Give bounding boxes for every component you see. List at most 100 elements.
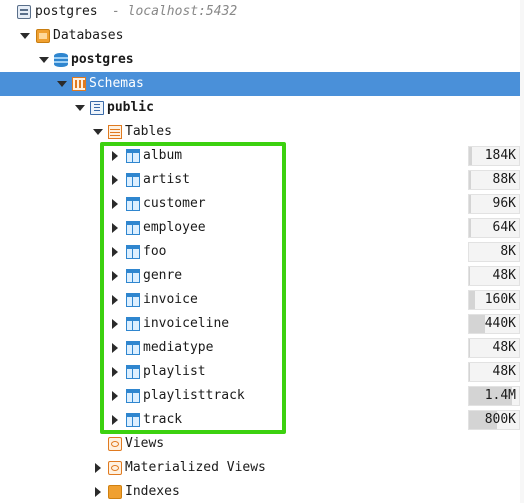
expand-arrow-icon[interactable] xyxy=(92,456,104,480)
table-row[interactable]: playlist 48K xyxy=(0,360,524,384)
table-name: invoice xyxy=(143,292,198,307)
table-icon xyxy=(126,173,140,187)
tree-node-tables[interactable]: Tables xyxy=(0,120,524,144)
table-size-bar xyxy=(469,147,472,165)
expand-arrow-icon[interactable] xyxy=(109,384,121,408)
table-name: customer xyxy=(143,196,206,211)
table-row[interactable]: invoiceline 440K xyxy=(0,312,524,336)
tree-node-schemas[interactable]: Schemas xyxy=(0,72,524,96)
expand-arrow-icon[interactable] xyxy=(109,360,121,384)
table-size: 88K xyxy=(492,172,516,187)
table-size: 64K xyxy=(492,220,516,235)
vertical-scrollbar[interactable] xyxy=(520,0,524,503)
table-row[interactable]: mediatype 48K xyxy=(0,336,524,360)
expand-arrow-icon[interactable] xyxy=(92,480,104,504)
table-name: album xyxy=(143,148,183,163)
tree-node-materialized-views[interactable]: Materialized Views xyxy=(0,456,524,480)
table-size-cell: 48K xyxy=(468,266,520,286)
expand-arrow-icon[interactable] xyxy=(74,96,86,120)
expand-arrow-icon[interactable] xyxy=(109,408,121,432)
tables-label: Tables xyxy=(125,124,172,139)
schemas-label: Schemas xyxy=(89,76,144,91)
table-icon xyxy=(126,365,140,379)
expand-arrow-icon[interactable] xyxy=(109,240,121,264)
table-size: 440K xyxy=(484,316,516,331)
table-size-bar xyxy=(469,339,470,357)
schema-icon xyxy=(90,101,104,115)
table-row[interactable]: genre 48K xyxy=(0,264,524,288)
table-size-cell: 800K xyxy=(468,410,520,430)
table-row[interactable]: artist 88K xyxy=(0,168,524,192)
table-size-cell: 1.4M xyxy=(468,386,520,406)
table-name: invoiceline xyxy=(143,316,230,331)
expand-arrow-icon[interactable] xyxy=(38,48,50,72)
indexes-folder-icon xyxy=(108,485,122,499)
table-icon xyxy=(126,293,140,307)
expand-arrow-icon[interactable] xyxy=(109,264,121,288)
tree-node-indexes[interactable]: Indexes xyxy=(0,480,524,504)
server-icon xyxy=(17,5,31,19)
expand-arrow-icon[interactable] xyxy=(109,144,121,168)
expand-arrow-icon[interactable] xyxy=(19,24,31,48)
indexes-label: Indexes xyxy=(125,484,180,499)
table-size-cell: 160K xyxy=(468,290,520,310)
connection-name: postgres xyxy=(35,4,98,19)
database-icon xyxy=(54,53,68,67)
table-icon xyxy=(126,221,140,235)
table-size: 8K xyxy=(500,244,516,259)
table-size-cell: 8K xyxy=(468,242,520,262)
table-size-cell: 96K xyxy=(468,194,520,214)
table-size-bar xyxy=(469,411,497,429)
table-size-cell: 184K xyxy=(468,146,520,166)
table-icon xyxy=(126,389,140,403)
tree-node-schema-public[interactable]: public xyxy=(0,96,524,120)
table-size: 48K xyxy=(492,364,516,379)
table-size-bar xyxy=(469,171,471,189)
table-row[interactable]: playlisttrack 1.4M xyxy=(0,384,524,408)
database-label: postgres xyxy=(71,52,134,67)
expand-arrow-icon[interactable] xyxy=(109,312,121,336)
table-size-bar xyxy=(469,195,471,213)
table-size-bar xyxy=(469,267,470,285)
views-label: Views xyxy=(125,436,165,451)
tree-node-connection[interactable]: postgres - localhost:5432 xyxy=(0,0,524,24)
expand-arrow-icon[interactable] xyxy=(109,288,121,312)
table-size: 96K xyxy=(492,196,516,211)
table-name: employee xyxy=(143,220,206,235)
table-row[interactable]: customer 96K xyxy=(0,192,524,216)
table-row[interactable]: foo 8K xyxy=(0,240,524,264)
table-size-bar xyxy=(469,219,471,237)
table-row[interactable]: employee 64K xyxy=(0,216,524,240)
schemas-folder-icon xyxy=(72,77,86,91)
tree-node-views[interactable]: Views xyxy=(0,432,524,456)
expand-arrow-icon[interactable] xyxy=(92,120,104,144)
expand-arrow-icon[interactable] xyxy=(109,336,121,360)
table-name: playlisttrack xyxy=(143,388,245,403)
table-size: 48K xyxy=(492,340,516,355)
materialized-views-folder-icon xyxy=(108,461,122,475)
table-name: playlist xyxy=(143,364,206,379)
table-size-bar xyxy=(469,315,485,333)
connection-host: - localhost:5432 xyxy=(112,4,238,19)
table-size-cell: 64K xyxy=(468,218,520,238)
tree-node-database-postgres[interactable]: postgres xyxy=(0,48,524,72)
table-name: artist xyxy=(143,172,190,187)
table-name: mediatype xyxy=(143,340,214,355)
table-size-cell: 440K xyxy=(468,314,520,334)
table-row[interactable]: track 800K xyxy=(0,408,524,432)
expand-arrow-icon[interactable] xyxy=(109,168,121,192)
table-size-bar xyxy=(469,387,512,405)
table-size: 800K xyxy=(484,412,516,427)
schema-label: public xyxy=(107,100,154,115)
table-name: genre xyxy=(143,268,183,283)
databases-label: Databases xyxy=(53,28,124,43)
table-row[interactable]: album 184K xyxy=(0,144,524,168)
table-size: 184K xyxy=(484,148,516,163)
table-icon xyxy=(126,341,140,355)
expand-arrow-icon[interactable] xyxy=(109,216,121,240)
tree-node-databases[interactable]: Databases xyxy=(0,24,524,48)
table-name: foo xyxy=(143,244,167,259)
expand-arrow-icon[interactable] xyxy=(56,72,68,96)
table-row[interactable]: invoice 160K xyxy=(0,288,524,312)
expand-arrow-icon[interactable] xyxy=(109,192,121,216)
